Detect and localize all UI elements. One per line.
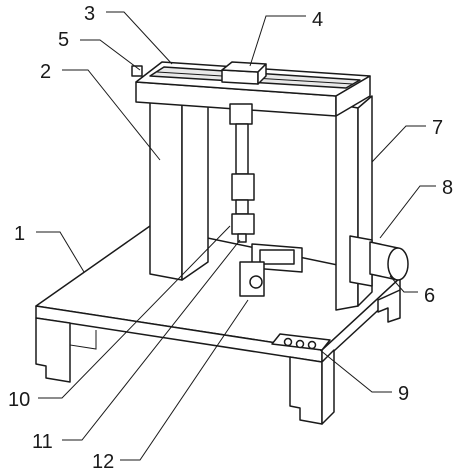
leader-6 [389, 275, 418, 293]
leader-11 [62, 239, 241, 441]
probe-tip [237, 233, 247, 243]
slider-side [257, 63, 267, 85]
left-column-side [181, 87, 209, 281]
left-column [149, 87, 209, 281]
label-12: 12 [92, 451, 114, 471]
label-8: 8 [442, 177, 453, 199]
button-1 [283, 337, 293, 347]
drive-housing-top [229, 103, 253, 125]
leader-4 [249, 15, 306, 67]
beam-end [335, 75, 371, 117]
leader-7 [371, 125, 426, 163]
leader-9 [319, 349, 392, 393]
slider-block [221, 61, 267, 85]
leader-5 [80, 39, 141, 71]
leader-10 [38, 225, 231, 399]
label-2: 2 [40, 61, 51, 83]
display-window [259, 249, 295, 265]
label-9: 9 [398, 383, 409, 405]
sample-holder [239, 243, 303, 297]
label-5: 5 [58, 29, 69, 51]
front-right-leg [289, 356, 323, 425]
label-7: 7 [432, 117, 443, 139]
rail-motor [131, 65, 143, 77]
leader-1 [36, 231, 85, 273]
side-motor [349, 235, 409, 287]
button-2 [295, 339, 305, 349]
label-10: 10 [8, 389, 30, 411]
leg-inner-edge [69, 323, 97, 350]
drive-shaft [235, 199, 249, 215]
left-column-front [149, 87, 183, 281]
leader-8 [379, 185, 436, 239]
label-3: 3 [84, 3, 95, 25]
label-1: 1 [14, 223, 25, 245]
base-table [35, 225, 401, 425]
front-left-leg [35, 317, 71, 383]
leader-lines [36, 11, 436, 461]
callout-numbers: 1 2 3 4 5 6 7 8 9 10 11 12 [8, 3, 453, 471]
drive-rod [235, 123, 249, 175]
vertical-drive [229, 103, 255, 243]
control-panel [271, 333, 331, 351]
drive-coupling [231, 173, 255, 201]
leader-12 [120, 299, 249, 461]
clamp-block [231, 213, 255, 235]
label-4: 4 [312, 9, 323, 31]
label-6: 6 [424, 285, 435, 307]
back-right-leg [377, 289, 401, 323]
motor-end-cap [387, 247, 409, 281]
label-11: 11 [32, 431, 53, 453]
leader-3 [106, 11, 173, 65]
front-right-leg-side [321, 349, 335, 425]
holder-knob [249, 275, 263, 289]
motor-mount [349, 235, 373, 287]
button-3 [307, 340, 317, 350]
leader-2 [62, 69, 161, 161]
